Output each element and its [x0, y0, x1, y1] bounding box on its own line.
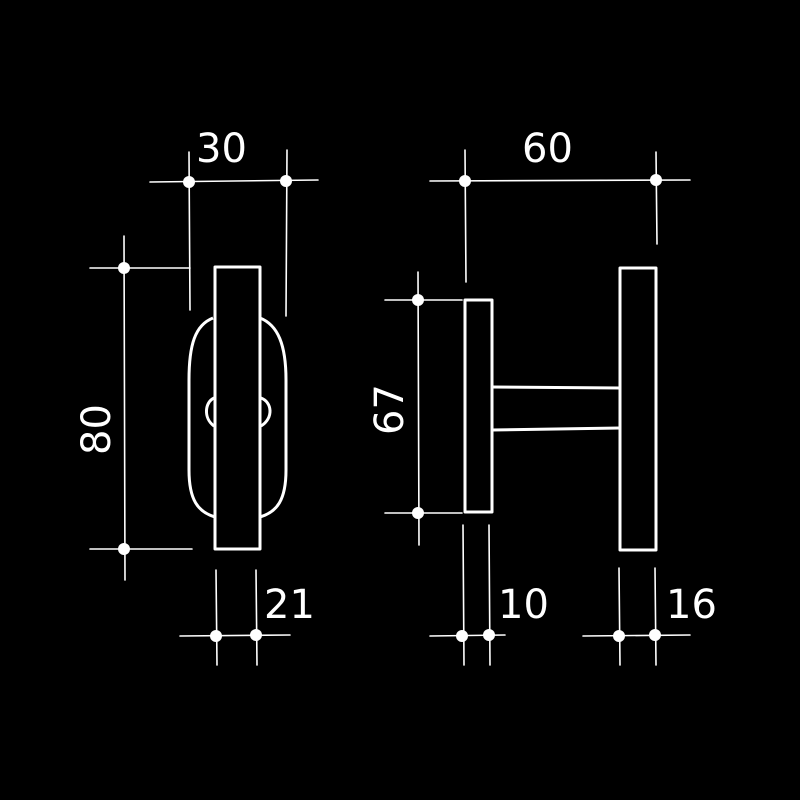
- front-spindle-right: [260, 396, 272, 428]
- side-spindle-bottom: [491, 426, 621, 432]
- side-handle-thickness-label: 16: [666, 582, 717, 628]
- front-left-dot-bottom: [118, 543, 130, 555]
- front-top-dot-right: [280, 175, 292, 187]
- front-top-ext-left: [188, 151, 191, 311]
- side-rose-height-label: 67: [367, 384, 413, 435]
- side-top-ext-left: [464, 149, 467, 283]
- side-rose-thickness-label: 10: [498, 582, 549, 628]
- side-handle-bar: [618, 266, 658, 552]
- front-bottom-dim-line: [179, 634, 291, 637]
- front-bottom-dot-left: [210, 630, 222, 642]
- side-handle-ext-left: [618, 567, 621, 666]
- front-top-dim-line: [149, 179, 319, 183]
- side-rose-ext-left: [462, 524, 465, 666]
- side-rose-dot-left: [456, 630, 468, 642]
- side-top-dot-left: [459, 175, 471, 187]
- side-top-dot-right: [650, 174, 662, 186]
- front-lever-plate: [213, 265, 262, 551]
- side-rose-dot-right: [483, 629, 495, 641]
- side-left-dot-top: [412, 294, 424, 306]
- front-view: 30 80 21: [74, 126, 319, 666]
- side-view: 60 67 10 16: [367, 126, 717, 666]
- side-rose-plate: [463, 298, 494, 514]
- front-bottom-ext-right: [255, 569, 258, 666]
- side-rose-ext-right: [488, 524, 491, 666]
- front-top-dot-left: [183, 176, 195, 188]
- front-height-label: 80: [74, 404, 120, 455]
- front-bottom-ext-left: [215, 569, 218, 666]
- front-left-dot-top: [118, 262, 130, 274]
- front-bottom-label: 21: [264, 582, 315, 628]
- side-handle-dot-right: [649, 629, 661, 641]
- front-spindle-left: [205, 396, 215, 428]
- front-top-ext-right: [285, 149, 288, 317]
- side-left-dot-bottom: [412, 507, 424, 519]
- side-spindle-top: [491, 385, 621, 390]
- front-width-label: 30: [196, 126, 247, 172]
- side-top-dim-line: [429, 179, 691, 182]
- front-bottom-dot-right: [250, 629, 262, 641]
- side-handle-dot-left: [613, 630, 625, 642]
- side-width-label: 60: [522, 126, 573, 172]
- side-handle-dim-line: [582, 634, 691, 637]
- front-rosette-outline: [187, 316, 288, 519]
- front-left-dim-line: [123, 235, 126, 581]
- side-left-dim-line: [417, 271, 420, 546]
- side-handle-ext-right: [654, 567, 657, 666]
- side-top-ext-right: [655, 151, 658, 245]
